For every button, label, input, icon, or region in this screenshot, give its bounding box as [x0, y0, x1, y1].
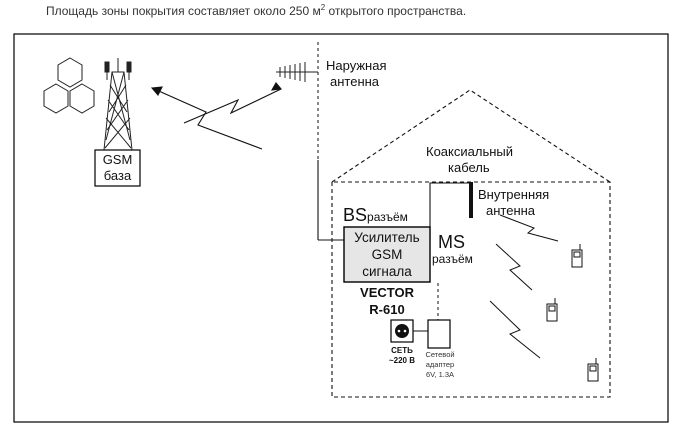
adapter-line1: Сетевой	[425, 350, 455, 359]
cell-hexagons-icon	[43, 57, 95, 114]
mobile-phone-icon	[587, 358, 599, 382]
ms-label: MS	[438, 232, 465, 252]
indoor-antenna-line1: Внутренняя	[478, 187, 550, 202]
coax-cable-label: Коаксиальный кабель	[426, 144, 513, 176]
socket-line1: СЕТЬ	[391, 346, 413, 355]
outdoor-antenna-line1: Наружная	[326, 58, 387, 73]
adapter-line3: 6V, 1.3A	[425, 370, 455, 379]
gsm-base-box	[94, 149, 141, 187]
gsm-base-line1: GSM	[102, 152, 133, 167]
indoor-radio-icon	[489, 214, 559, 359]
bs-connector-label: BSразъём	[343, 205, 408, 226]
coax-cable-line	[429, 182, 470, 240]
amplifier-box	[343, 226, 431, 283]
outdoor-antenna-icon	[276, 62, 318, 82]
amplifier-line3: сигнала	[362, 264, 412, 279]
coverage-caption: Площадь зоны покрытия составляет около 2…	[46, 3, 466, 18]
outdoor-antenna-label: Наружная антенна	[326, 58, 387, 90]
indoor-antenna-icon	[469, 182, 473, 218]
coax-cable-line2: кабель	[448, 160, 490, 175]
amplifier-line2: GSM	[371, 247, 403, 262]
model-line1: VECTOR	[360, 285, 414, 300]
outdoor-antenna-line2: антенна	[330, 74, 380, 89]
adapter-line2: адаптер	[425, 360, 455, 369]
gsm-base-label: GSM база	[95, 152, 140, 184]
indoor-antenna-line2: антенна	[486, 203, 536, 218]
ms-sub-label: разъём	[432, 252, 473, 266]
bs-sub-label: разъём	[367, 210, 408, 224]
socket-line2: ~220 В	[388, 356, 416, 365]
mobile-phone-icon	[546, 298, 558, 322]
adapter-label: Сетевой адаптер 6V, 1.3A	[420, 350, 460, 380]
amplifier-label: Усилитель GSM сигнала	[344, 229, 430, 280]
power-adapter-icon	[427, 319, 451, 349]
model-label: VECTOR R-610	[344, 284, 430, 318]
power-socket-icon	[390, 319, 414, 343]
bs-label: BS	[343, 205, 368, 225]
ms-connector-label: MS разъём	[432, 232, 473, 267]
caption-tail: открытого пространства.	[325, 4, 467, 18]
diagram-frame	[13, 33, 669, 423]
radio-link-icon	[150, 82, 283, 150]
indoor-antenna-label: Внутренняя антенна	[478, 187, 549, 219]
caption-text: Площадь зоны покрытия составляет около 2…	[46, 4, 321, 18]
model-line2: R-610	[369, 302, 405, 317]
gsm-base-line2: база	[103, 168, 132, 183]
caption-sup: 2	[320, 3, 326, 12]
mobile-phone-icon	[571, 244, 583, 268]
coax-cable-line1: Коаксиальный	[426, 144, 514, 159]
amplifier-line1: Усилитель	[354, 230, 420, 245]
gsm-tower-icon	[103, 58, 133, 151]
house-outline	[331, 89, 611, 398]
socket-label: СЕТЬ ~220 В	[380, 346, 424, 366]
